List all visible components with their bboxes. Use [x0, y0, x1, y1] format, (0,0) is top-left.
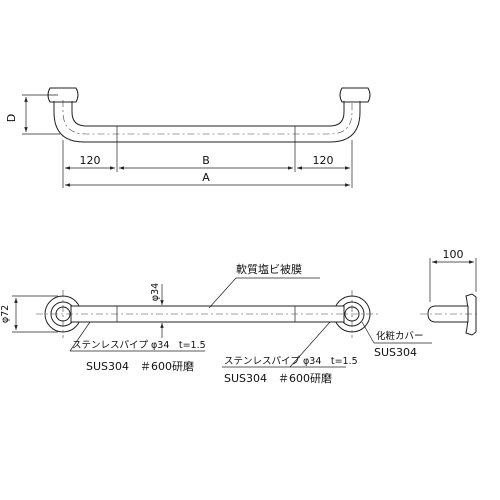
dim-pipe-dia: φ34: [150, 283, 161, 301]
label-cover-material: SUS304: [374, 346, 417, 359]
left-flange-front: [47, 87, 79, 103]
label-material-left: SUS304 ＃600研磨: [86, 360, 194, 373]
dim-end-right: 120: [313, 154, 334, 167]
label-pipe-left: ステンレスパイプ φ34 t=1.5: [72, 340, 206, 351]
label-material-right: SUS304 ＃600研磨: [224, 372, 332, 385]
side-view: 100: [420, 248, 478, 336]
side-arm: [427, 305, 469, 323]
side-flange: [465, 293, 477, 336]
dim-projection: 100: [443, 248, 464, 261]
label-pipe-right: ステンレスパイプ φ34 t=1.5: [224, 356, 358, 367]
label-cover: 化粧カバー: [376, 330, 424, 342]
front-view: D 120 B 120 A: [5, 87, 371, 188]
dim-end-left: 120: [80, 154, 101, 167]
dim-total: A: [202, 171, 210, 184]
label-coating: 軟質塩ビ被膜: [236, 262, 302, 276]
dim-flange-dia: φ72: [0, 305, 11, 323]
plan-view: φ72 φ34 軟質塩ビ被膜 ステンレスパイプ φ34 t=1.5 SUS304…: [0, 262, 432, 385]
bar-body-front: [53, 101, 361, 143]
right-flange-front: [339, 87, 371, 103]
dim-d-label: D: [5, 114, 18, 122]
dim-middle: B: [202, 154, 210, 167]
